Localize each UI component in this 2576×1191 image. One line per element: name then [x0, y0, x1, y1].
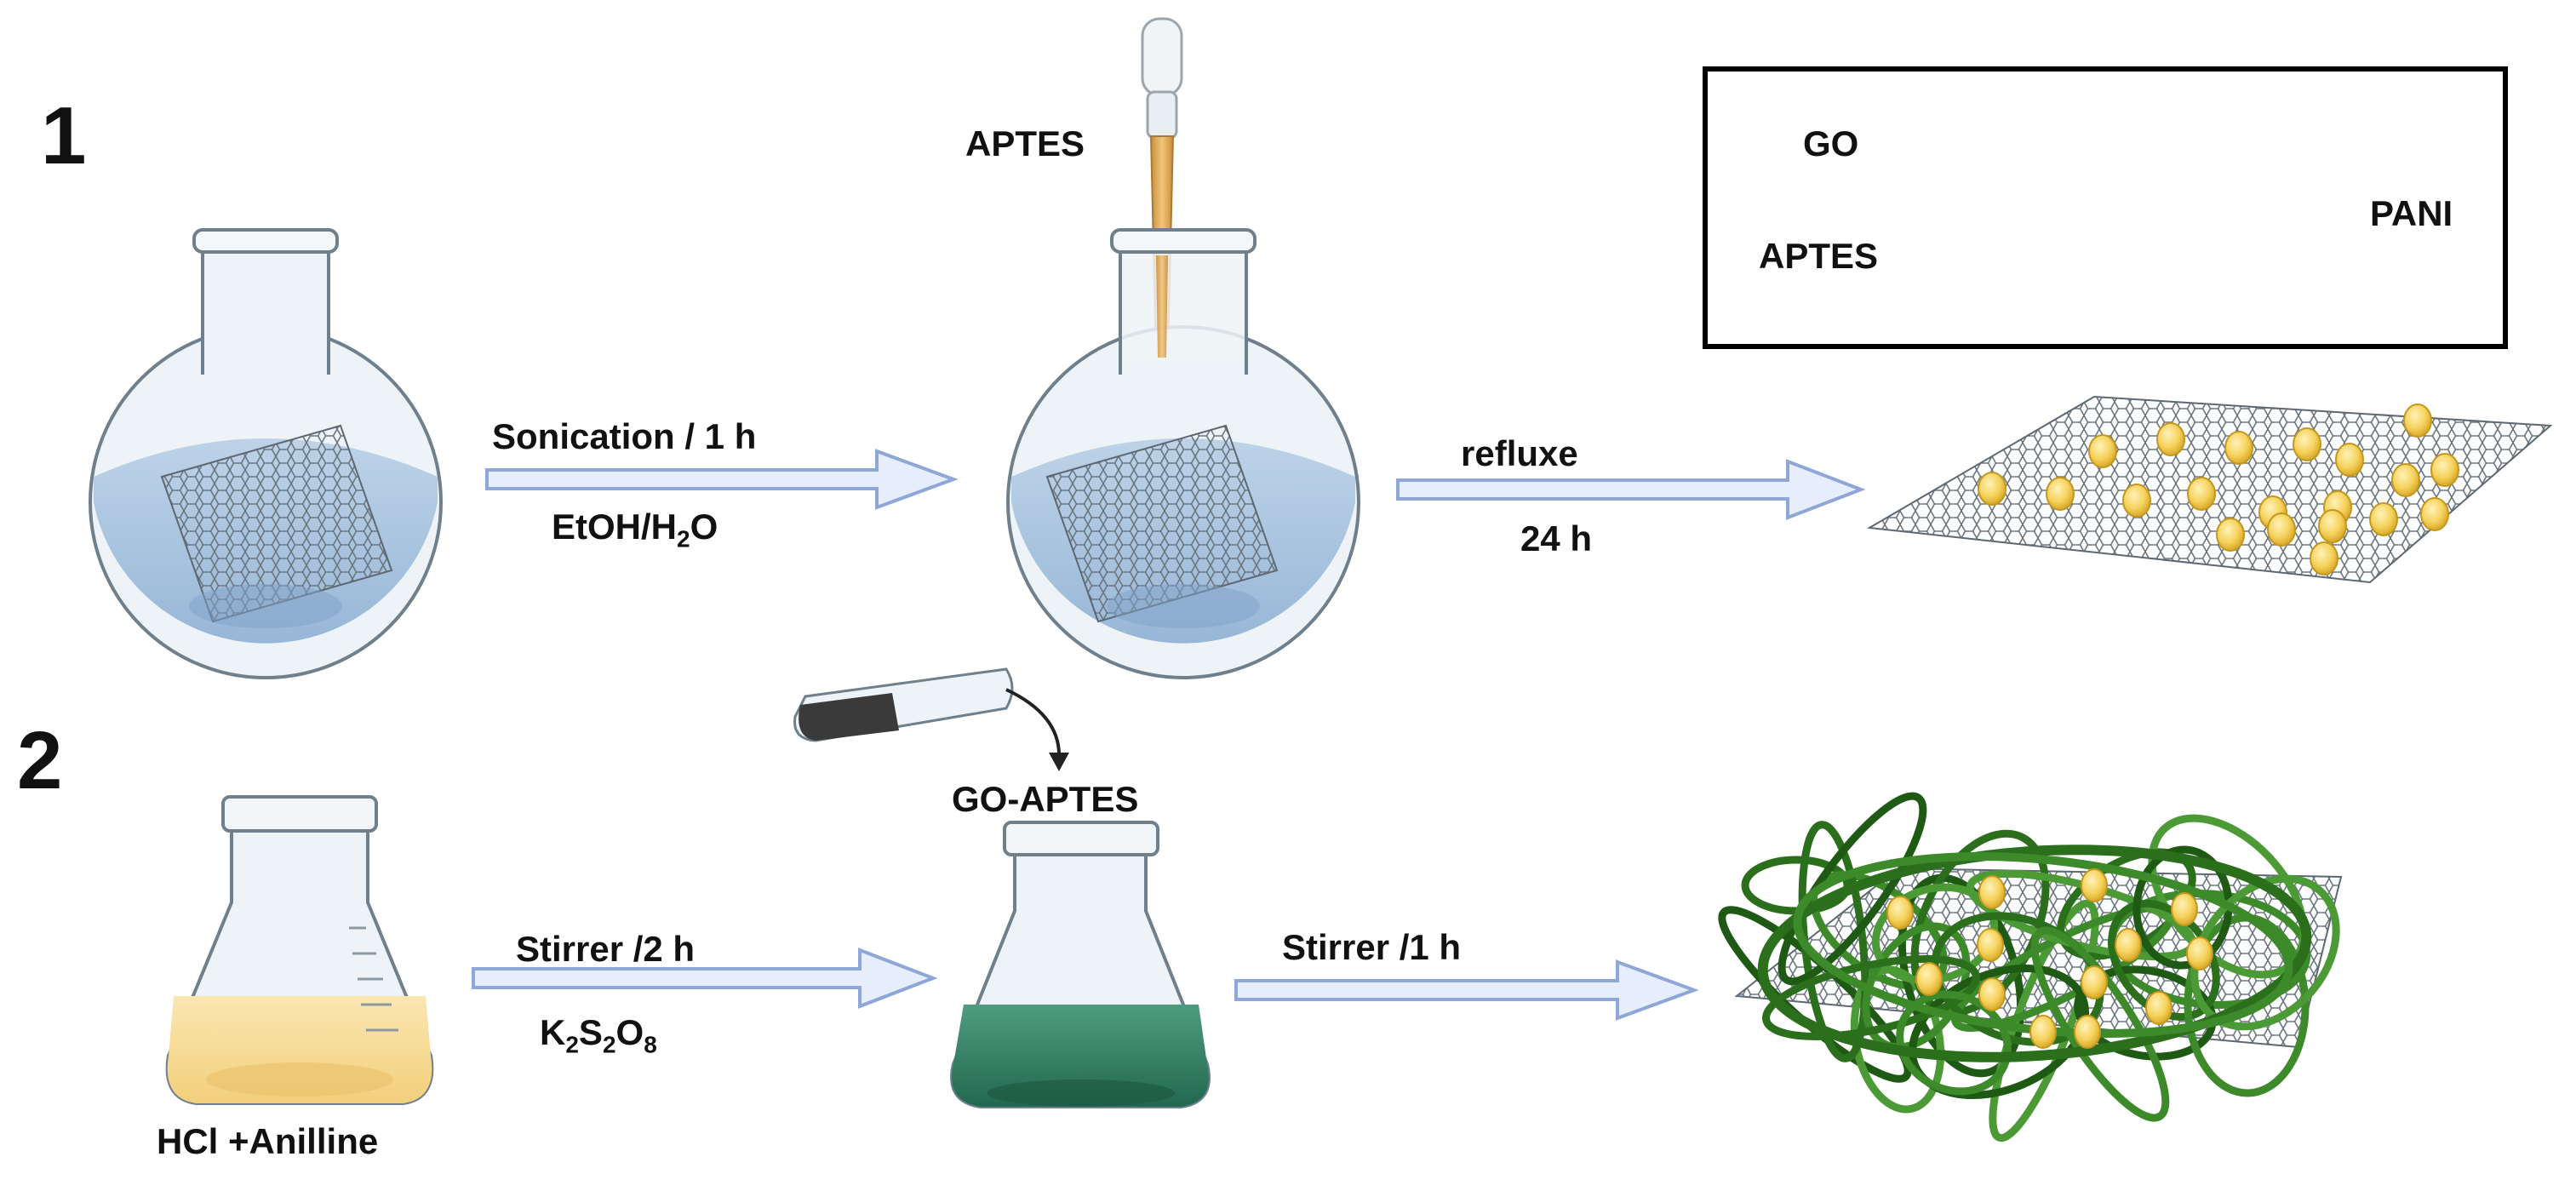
aptes-bead	[2369, 502, 2398, 536]
hcl-aniline-label: HCl +Anilline	[157, 1121, 379, 1161]
arrow-stirrer-2h	[472, 948, 938, 1009]
go-aptes-label: GO-APTES	[952, 779, 1139, 819]
reflux-label: refluxe	[1461, 433, 1578, 473]
sonication-label: Sonication / 1 h	[492, 416, 757, 456]
solvent-label: EtOH/H2O	[552, 507, 718, 553]
flask-green-solution	[950, 821, 1211, 1108]
aptes-beads-on-sheet	[1978, 404, 2459, 575]
aptes-bead	[1978, 977, 2006, 1011]
flask-go-aptes	[1006, 228, 1360, 679]
aptes-bead	[2403, 404, 2432, 438]
pani-fiber	[2030, 926, 2170, 1122]
aptes-beads-composite	[1886, 868, 2213, 1049]
aptes-bead	[2391, 463, 2420, 497]
flask-hcl-aniline	[165, 795, 434, 1105]
aptes-bead	[1978, 472, 2006, 506]
aptes-bead	[2310, 541, 2338, 575]
aptes-bead	[2187, 477, 2216, 511]
aptes-bead	[2081, 965, 2108, 999]
pani-fiber	[1777, 792, 1927, 986]
step-1-label: 1	[41, 90, 87, 181]
flask-go-dispersion	[89, 228, 443, 679]
stirrer-1h-label: Stirrer /1 h	[1282, 927, 1462, 967]
aptes-bead	[2430, 453, 2459, 487]
aptes-bead	[2420, 497, 2449, 531]
arrow-reflux	[1396, 459, 1866, 520]
aptes-bead	[2029, 1015, 2057, 1049]
arrow-stirrer-1h	[1234, 959, 1699, 1021]
aptes-bead	[2318, 509, 2347, 543]
aptes-bead	[2115, 928, 2142, 962]
aptes-bead	[2122, 484, 2151, 518]
aptes-bead	[2156, 422, 2185, 456]
aptes-bead	[2074, 1015, 2101, 1049]
pani-fiber	[2190, 874, 2340, 1031]
aptes-bead	[1915, 962, 1943, 996]
aptes-bead	[1977, 928, 2004, 962]
aptes-bead	[2088, 434, 2117, 468]
aptes-bead	[2293, 427, 2321, 461]
arrow-sonication	[485, 449, 959, 510]
stirrer-2h-label: Stirrer /2 h	[516, 929, 696, 969]
aptes-bead	[2046, 477, 2075, 511]
aptes-bead	[2145, 991, 2172, 1025]
aptes-bead	[2216, 518, 2245, 552]
aptes-bead	[2171, 892, 2198, 926]
pani-fiber	[1896, 990, 2012, 1096]
pani-fiber	[1757, 845, 2312, 1062]
pani-fiber	[1931, 912, 2104, 1046]
reflux-time-label: 24 h	[1520, 518, 1593, 558]
pouring-tube	[793, 667, 1069, 771]
go-aptes-pani-composite	[1718, 792, 2343, 1142]
aptes-bead	[2081, 868, 2108, 902]
legend-aptes-label: APTES	[1759, 236, 1879, 276]
aptes-bead	[2335, 443, 2364, 477]
legend-pani-label: PANI	[2370, 193, 2453, 233]
pipette-aptes-label: APTES	[965, 123, 1085, 163]
go-aptes-sheet	[1866, 395, 2553, 584]
aptes-bead	[2224, 431, 2253, 465]
legend-box	[1703, 66, 2508, 349]
aptes-bead	[2267, 512, 2296, 547]
aptes-bead	[1978, 875, 2006, 909]
aptes-bead	[1886, 896, 1914, 930]
pani-fiber	[1762, 955, 1980, 1040]
aptes-bead	[2186, 936, 2213, 971]
legend-go-label: GO	[1803, 123, 1859, 163]
oxidant-label: K2S2O8	[540, 1012, 657, 1058]
step-2-label: 2	[17, 715, 63, 806]
